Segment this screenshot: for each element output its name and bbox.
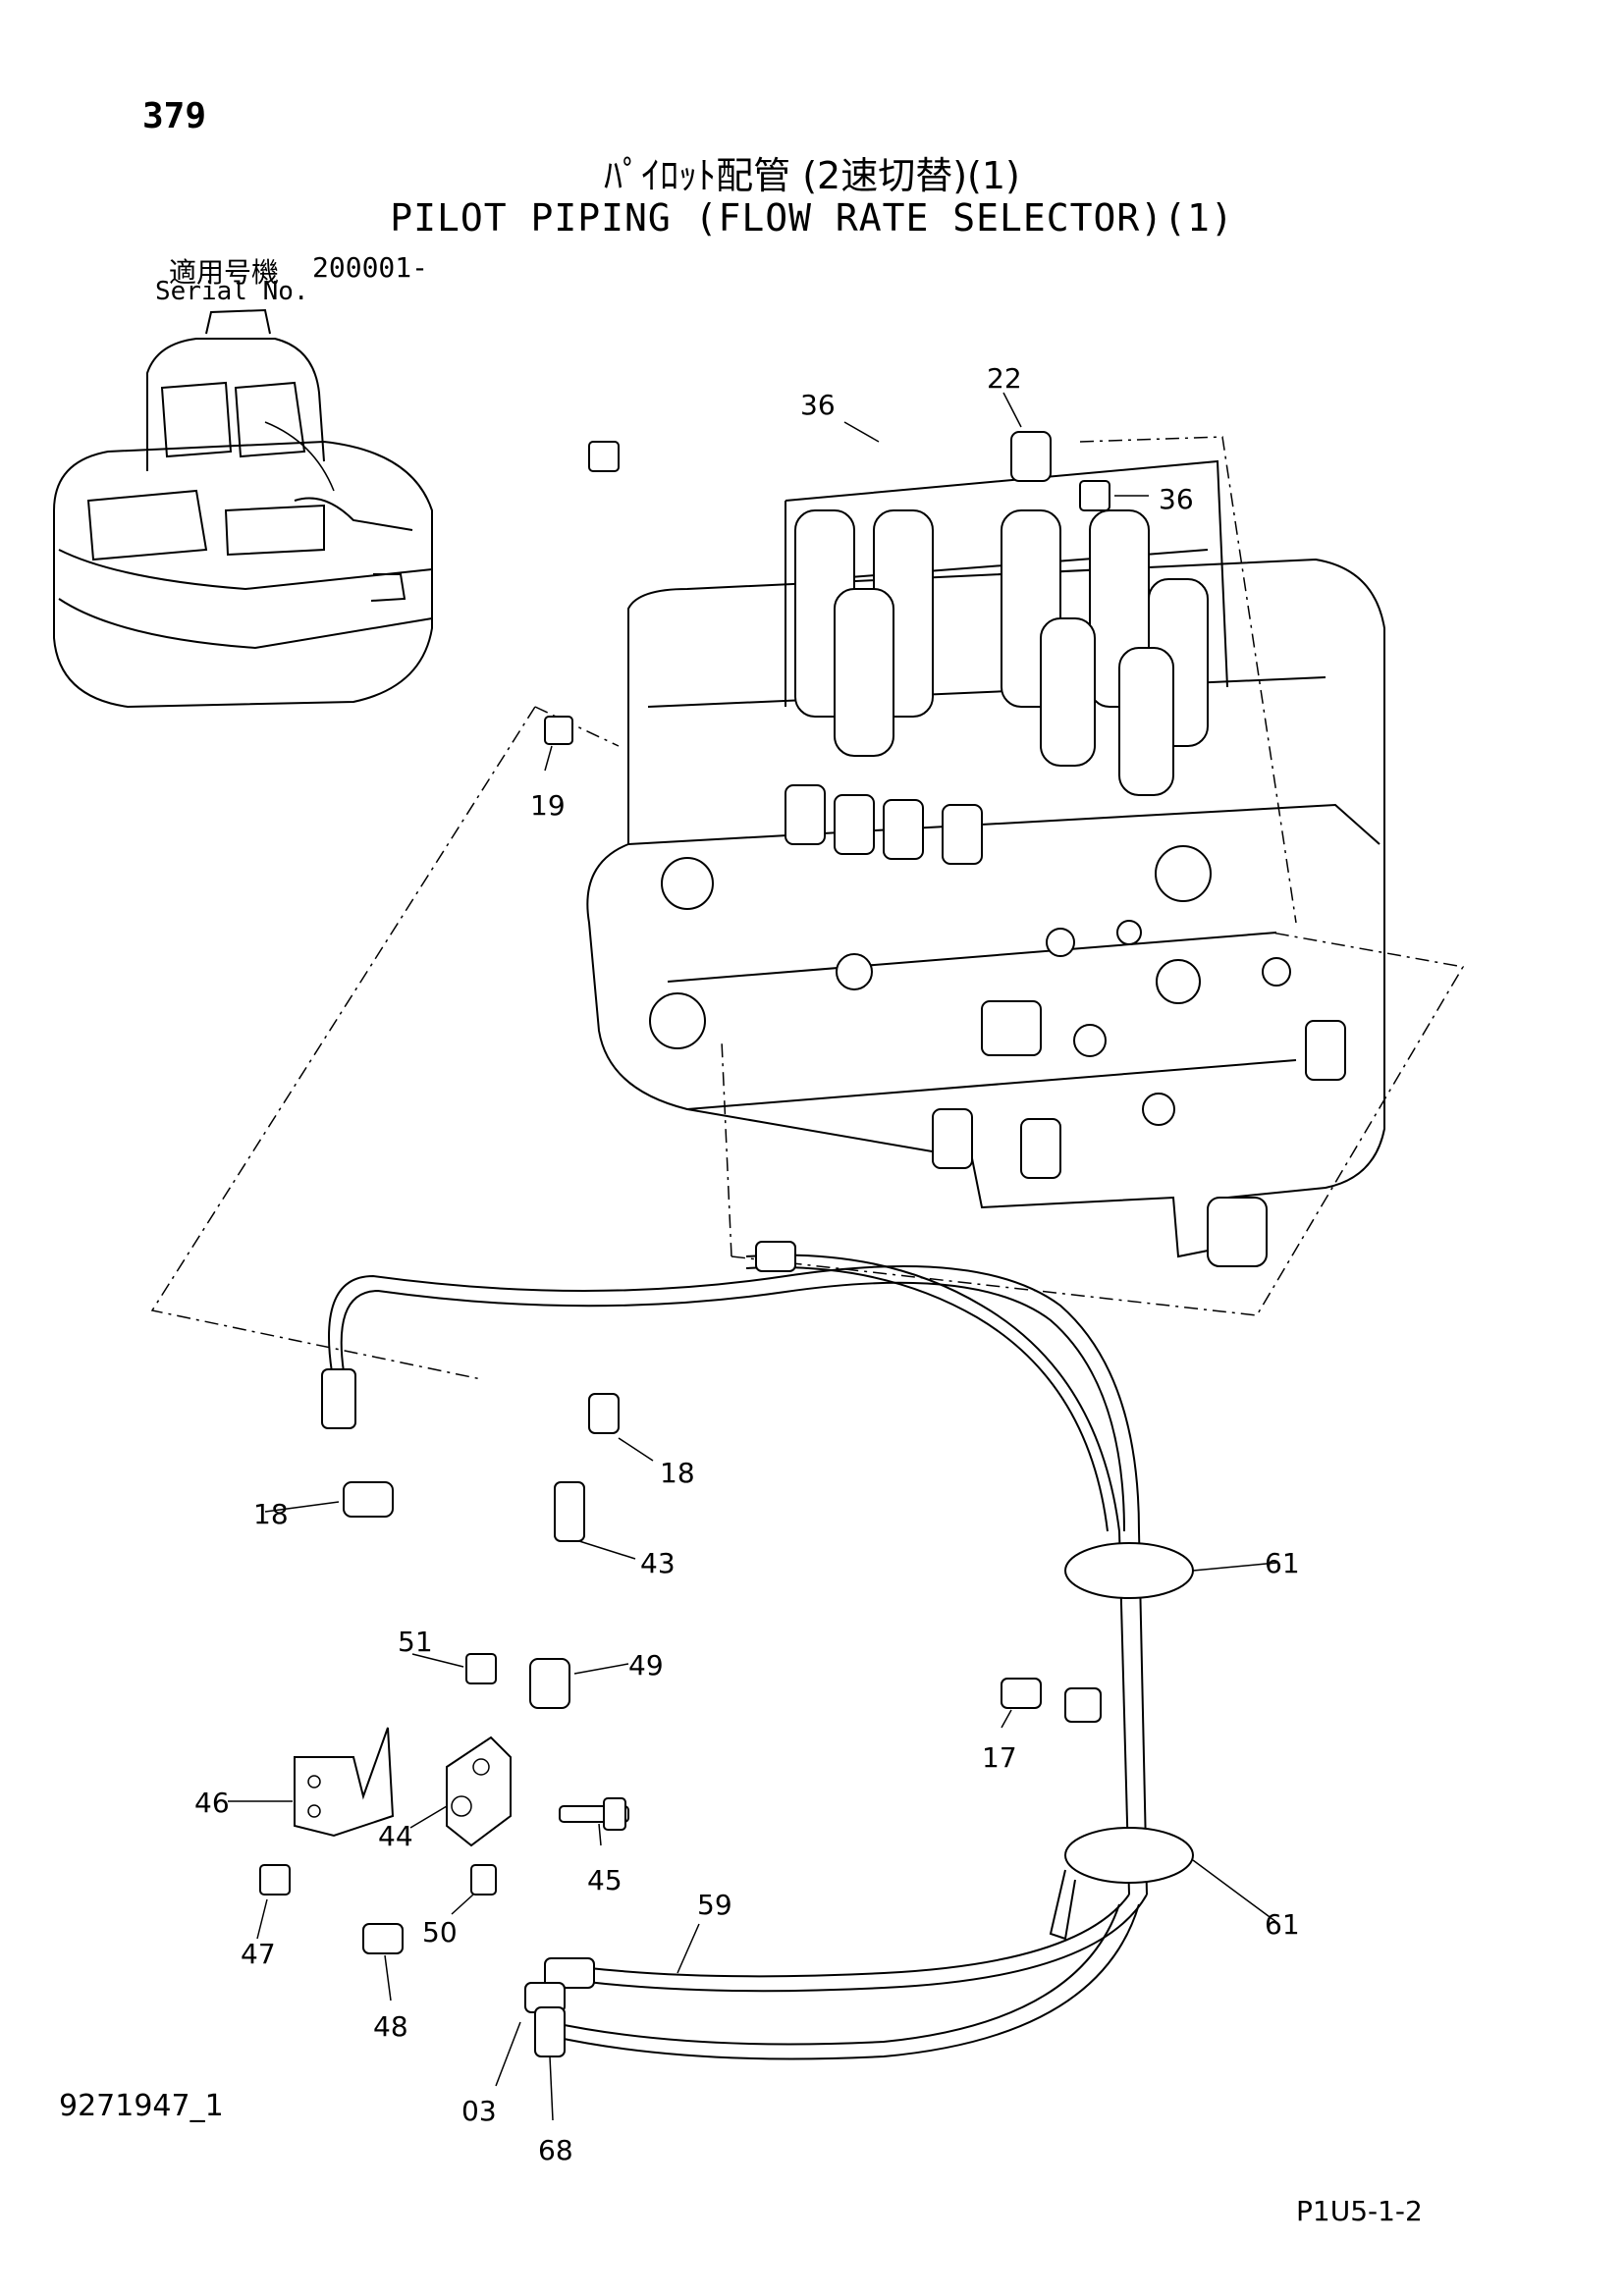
callout-labels: 36 22 36 19 18 18 43 61 51 49 17 46 44 4… xyxy=(194,362,1300,2166)
callout-17: 17 xyxy=(982,1741,1017,1774)
callout-48: 48 xyxy=(373,2010,408,2043)
serial-value: 200001- xyxy=(312,251,429,284)
callout-19: 19 xyxy=(530,789,566,822)
callout-50: 50 xyxy=(422,1916,458,1949)
selector-block-parts xyxy=(259,431,1110,1954)
callout-44: 44 xyxy=(378,1820,413,1852)
callout-59: 59 xyxy=(697,1889,732,1921)
callout-18-b: 18 xyxy=(253,1498,289,1530)
excavator-overview-thumbnail xyxy=(53,308,433,709)
callout-36-b: 36 xyxy=(1159,483,1194,515)
callout-61-a: 61 xyxy=(1265,1547,1300,1579)
callout-18-a: 18 xyxy=(660,1457,695,1489)
serial-label-jp: 適用号機 xyxy=(169,256,280,289)
control-valve-dashed-envelope xyxy=(150,436,1465,1380)
callout-46: 46 xyxy=(194,1787,230,1819)
drawing-id: 9271947_1 xyxy=(59,2089,224,2123)
page-title-jp: ﾊﾟｲﾛｯﾄ配管 (2速切替)(1) xyxy=(604,154,1020,197)
callout-68: 68 xyxy=(538,2134,573,2166)
page-number: 379 xyxy=(142,96,207,136)
callout-36-a: 36 xyxy=(800,389,836,421)
callout-43: 43 xyxy=(640,1547,676,1579)
hose-clamps xyxy=(1049,1542,1194,1941)
callout-03: 03 xyxy=(461,2095,497,2127)
serial-label-en: Serial No. xyxy=(155,277,309,306)
page-title-en: PILOT PIPING (FLOW RATE SELECTOR)(1) xyxy=(390,196,1234,240)
callout-45: 45 xyxy=(587,1864,623,1896)
callout-61-b: 61 xyxy=(1265,1908,1300,1941)
callout-22: 22 xyxy=(987,362,1022,395)
leader-lines xyxy=(228,392,1277,2121)
callout-51: 51 xyxy=(398,1626,433,1658)
control-valve-assembly xyxy=(586,459,1385,1267)
callout-49: 49 xyxy=(628,1649,664,1682)
callout-47: 47 xyxy=(241,1938,276,1970)
page-code: P1U5-1-2 xyxy=(1296,2195,1423,2227)
